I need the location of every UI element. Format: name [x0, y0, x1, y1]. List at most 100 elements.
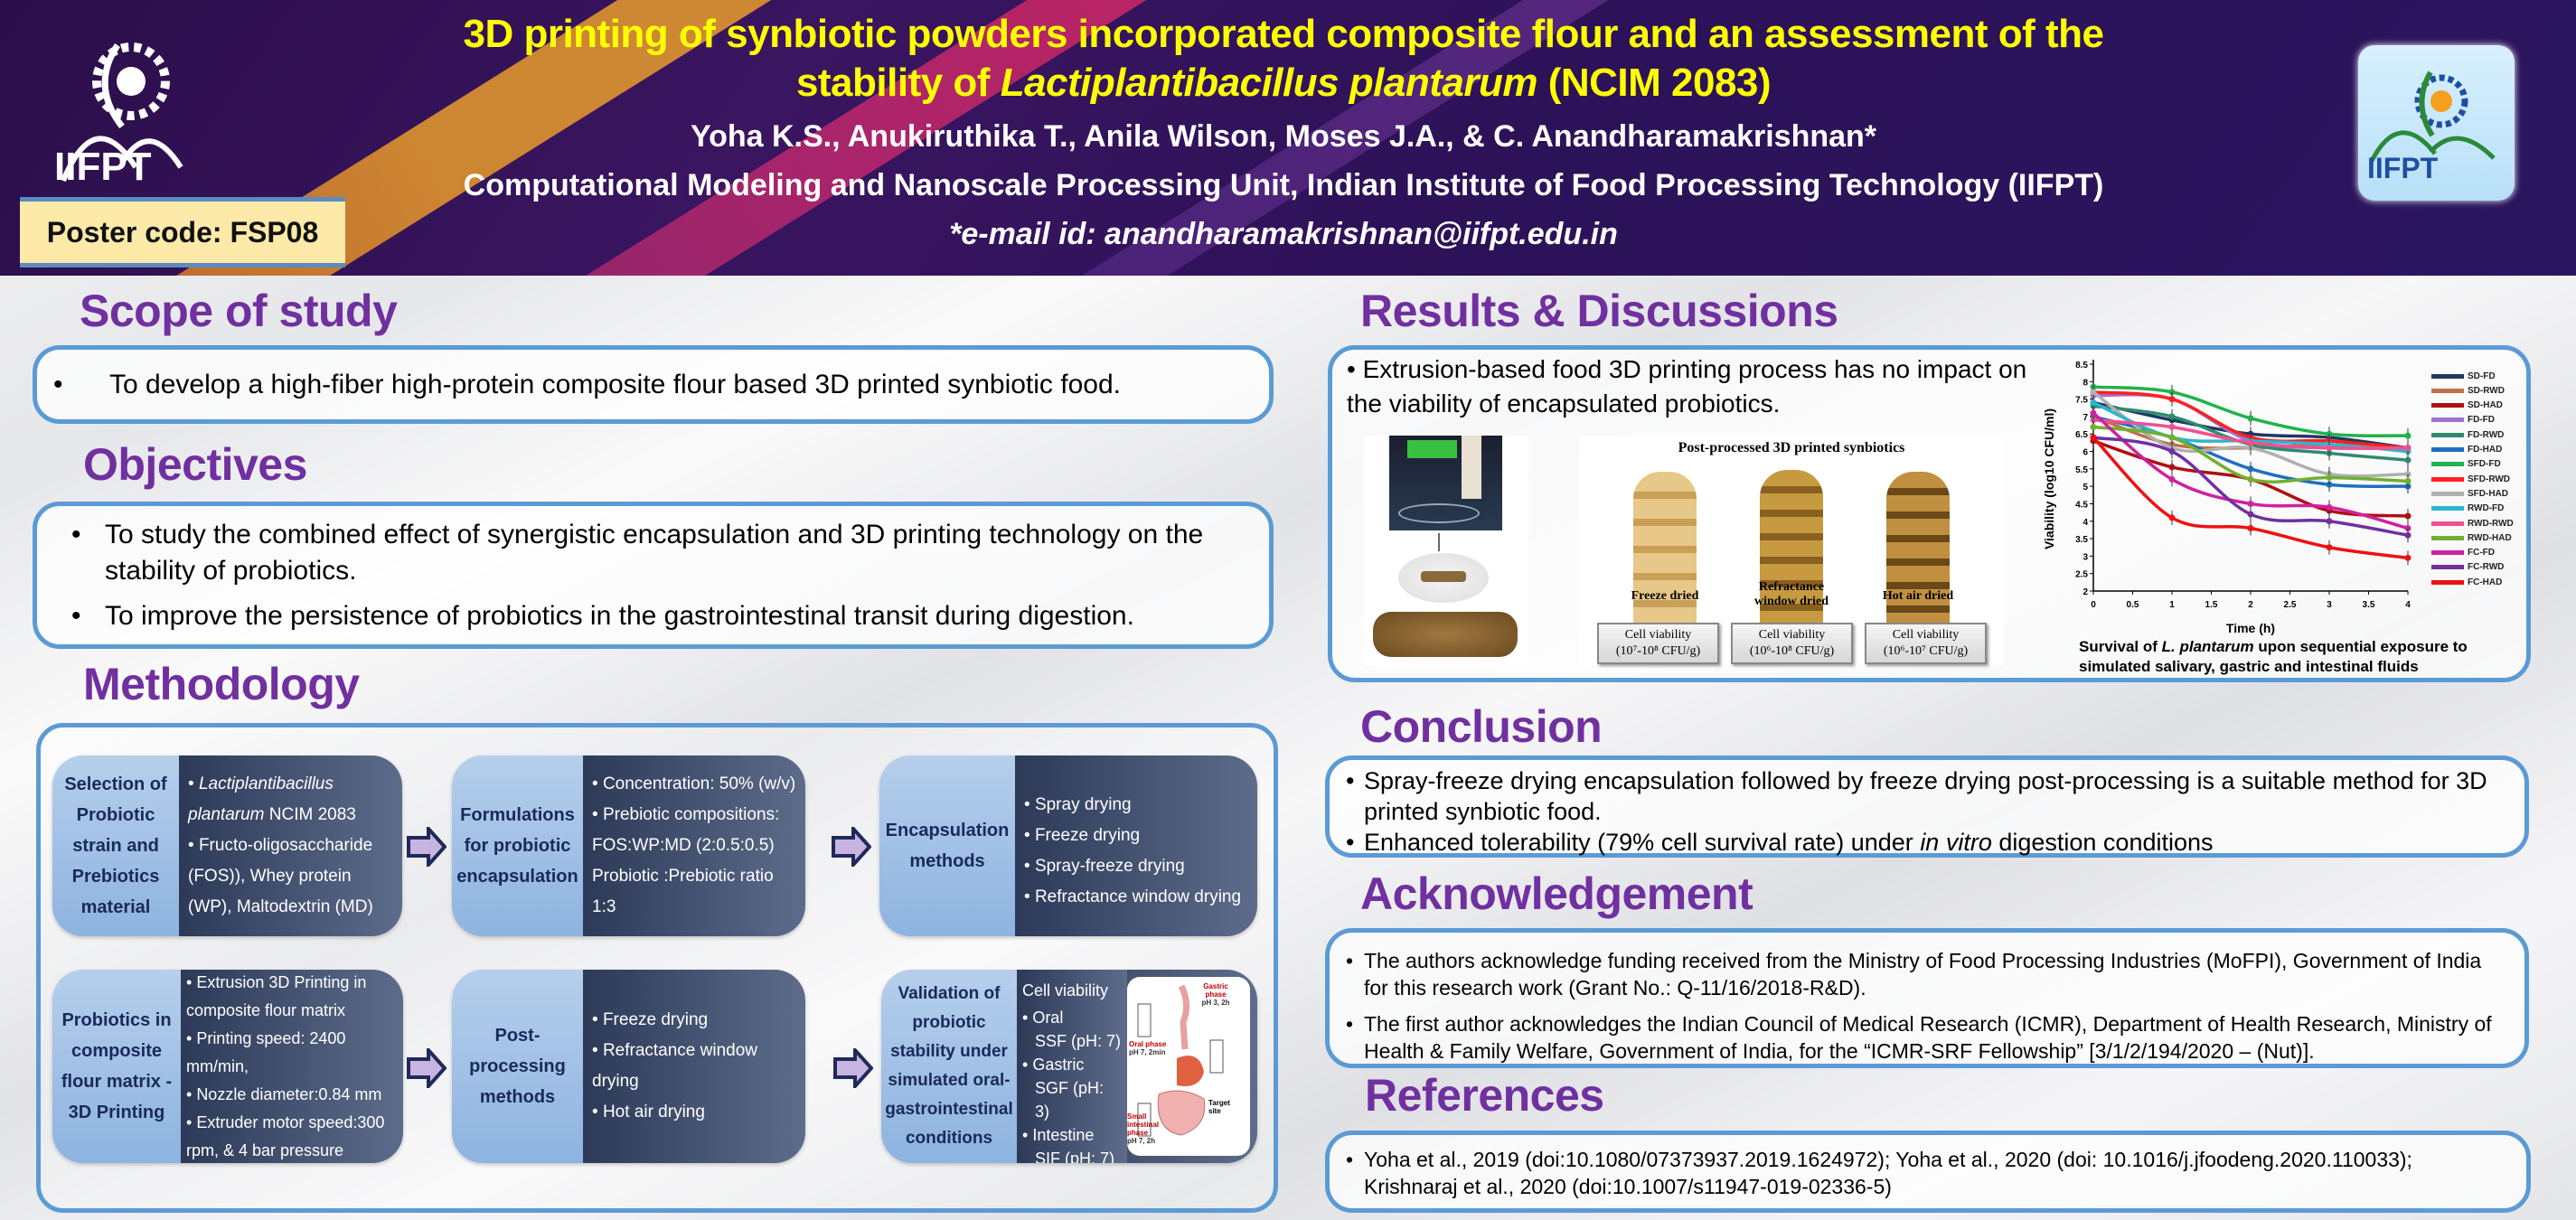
viability-box: Cell viability(10⁷-10⁸ CFU/g) [1597, 623, 1719, 664]
data-point-fc-rwd [2168, 448, 2176, 455]
legend-label: SFD-RWD [2468, 474, 2511, 484]
iifpt-logo-left: IIFPT [54, 32, 271, 190]
legend-item: FC-HAD [2431, 576, 2502, 588]
legend-item: FC-FD [2431, 547, 2495, 559]
data-point-rwd-fd [2090, 399, 2097, 406]
legend-swatch [2431, 373, 2464, 379]
step-item: • Refractance window drying [1024, 887, 1242, 906]
data-point-fc-fd [2326, 503, 2333, 511]
data-point-fc-rwd [2326, 518, 2333, 525]
y-tick-label: 7 [2082, 413, 2088, 423]
caption-text: Survival of [2079, 638, 2162, 655]
conclusion-text: digestion conditions [1991, 829, 2214, 856]
step-item: • Concentration: 50% (w/v) [592, 774, 796, 793]
data-point-fc-fd [2168, 475, 2176, 483]
3d-printer-image [1389, 436, 1502, 530]
x-tick-label: 3 [2327, 600, 2332, 610]
legend-swatch [2431, 462, 2464, 467]
caption-text: upon sequential exposure to simulated sa… [2079, 638, 2468, 675]
step-item: • Prebiotic compositions: FOS:WP:MD (2:0… [592, 805, 780, 855]
data-point-fd-rwd [2404, 456, 2411, 464]
y-tick-label: 8 [2082, 378, 2088, 388]
step-item: • Spray drying [1024, 795, 1132, 814]
x-axis-label: Time (h) [2226, 621, 2275, 635]
legend-label: FD-RWD [2468, 429, 2505, 440]
step-item-text: Prebiotic compositions: FOS:WP:MD (2:0.5… [592, 805, 780, 855]
target-site-label: Target site [1208, 1099, 1230, 1115]
contact-email[interactable]: *e-mail id: anandharamakrishnan@iifpt.ed… [949, 217, 1618, 251]
legend-swatch [2431, 521, 2464, 526]
legend-item: FC-RWD [2431, 561, 2504, 574]
legend-swatch [2431, 506, 2464, 511]
data-point-rwd-rwd [2326, 445, 2333, 452]
x-tick-label: 2.5 [2284, 600, 2297, 610]
flow-arrow-icon [407, 827, 447, 867]
data-point-fc-fd [2090, 409, 2097, 417]
scope-item: To develop a high-fiber high-protein com… [37, 370, 1121, 400]
intestinal-phase-label: Small intestinal phase [1127, 1112, 1160, 1137]
step-item: • Fructo-oligosaccharide (FOS)), Whey pr… [188, 836, 373, 916]
step-item-text: Oral [1032, 1009, 1064, 1027]
objectives-box: To study the combined effect of synergis… [33, 502, 1274, 649]
x-tick-label: 1.5 [2205, 600, 2218, 610]
legend-label: SD-RWD [2468, 385, 2505, 396]
data-point-rwd-had [2168, 434, 2176, 441]
data-point-sfd-had [2090, 389, 2097, 396]
legend-swatch [2431, 550, 2464, 556]
flow-arrow-icon [407, 1048, 447, 1088]
step-item-text: Fructo-oligosaccharide (FOS)), Whey prot… [188, 836, 373, 916]
legend-item: SD-HAD [2431, 399, 2503, 412]
step-label: Probiotics in composite flour matrix - 3… [52, 970, 181, 1163]
legend-label: RWD-FD [2468, 503, 2505, 514]
x-tick-label: 1 [2169, 600, 2175, 610]
legend-item: RWD-HAD [2431, 531, 2512, 544]
scope-heading: Scope of study [80, 286, 398, 336]
methodology-heading: Methodology [83, 659, 360, 709]
step-item-text: Nozzle diameter:0.84 mm [196, 1084, 382, 1103]
data-point-sd-had [2168, 464, 2176, 471]
y-tick-label: 7.5 [2075, 396, 2088, 406]
references-heading: References [1365, 1070, 1604, 1121]
data-point-rwd-rwd [2168, 424, 2176, 431]
strain-code: NCIM 2083 [264, 805, 356, 824]
data-point-fc-rwd [2247, 511, 2254, 518]
step-item: • Freeze drying [592, 1010, 709, 1029]
step-item-text: Extrusion 3D Printing in composite flour… [186, 972, 367, 1019]
method-step-validation: Validation of probiotic stability under … [881, 970, 1257, 1163]
poster-code-badge: Poster code: FSP08 [20, 197, 345, 267]
legend-item: RWD-RWD [2431, 517, 2514, 530]
sample-label: Hot air dried [1882, 589, 1954, 603]
legend-item: FD-RWD [2431, 428, 2504, 441]
acknowledgement-box: The authors acknowledge funding received… [1325, 928, 2529, 1068]
objective-item: To improve the persistence of probiotics… [55, 598, 1233, 634]
step-item-text: Refractance window drying [1034, 887, 1242, 906]
data-point-fc-had [2168, 514, 2176, 521]
legend-label: FC-FD [2468, 548, 2495, 558]
step-item-text: Printing speed: 2400 mm/min, [186, 1028, 346, 1075]
panel-title: Post-processed 3D printed synbiotics [1678, 440, 1905, 455]
intestinal-phase-ph: pH 7, 2h [1127, 1137, 1156, 1145]
step-item: • Printing speed: 2400 mm/min, [186, 1028, 346, 1075]
legend-swatch [2431, 476, 2464, 482]
acknowledgement-item: The first author acknowledges the Indian… [1330, 1010, 2497, 1065]
legend-label: RWD-HAD [2468, 532, 2512, 543]
legend-item: SFD-RWD [2431, 473, 2510, 485]
step-item: SSF (pH: 7) [1035, 1032, 1122, 1050]
viability-box: Cell viability(10⁶-10⁷ CFU/g) [1865, 623, 1987, 664]
legend-label: FD-HAD [2468, 445, 2503, 455]
legend-swatch [2431, 447, 2464, 452]
title-text: stability of [795, 61, 1001, 105]
data-point-rwd-rwd [2247, 439, 2254, 446]
step-item: • Lactiplantibacillus plantarum NCIM 208… [188, 774, 356, 824]
data-point-rwd-had [2247, 475, 2254, 483]
gastric-phase-label: Gastric phase [1203, 982, 1228, 999]
legend-swatch [2431, 432, 2464, 437]
conclusion-text: in vitro [1920, 829, 1992, 856]
step-label: Post-processing methods [452, 970, 583, 1163]
y-tick-label: 3 [2082, 552, 2088, 562]
method-step-formulations: Formulations for probiotic encapsulation… [452, 755, 805, 936]
data-point-fc-rwd [2404, 531, 2411, 539]
conclusion-text: Enhanced tolerability (79% cell survival… [1364, 829, 1921, 856]
gear-sun-logo-icon [61, 42, 183, 183]
